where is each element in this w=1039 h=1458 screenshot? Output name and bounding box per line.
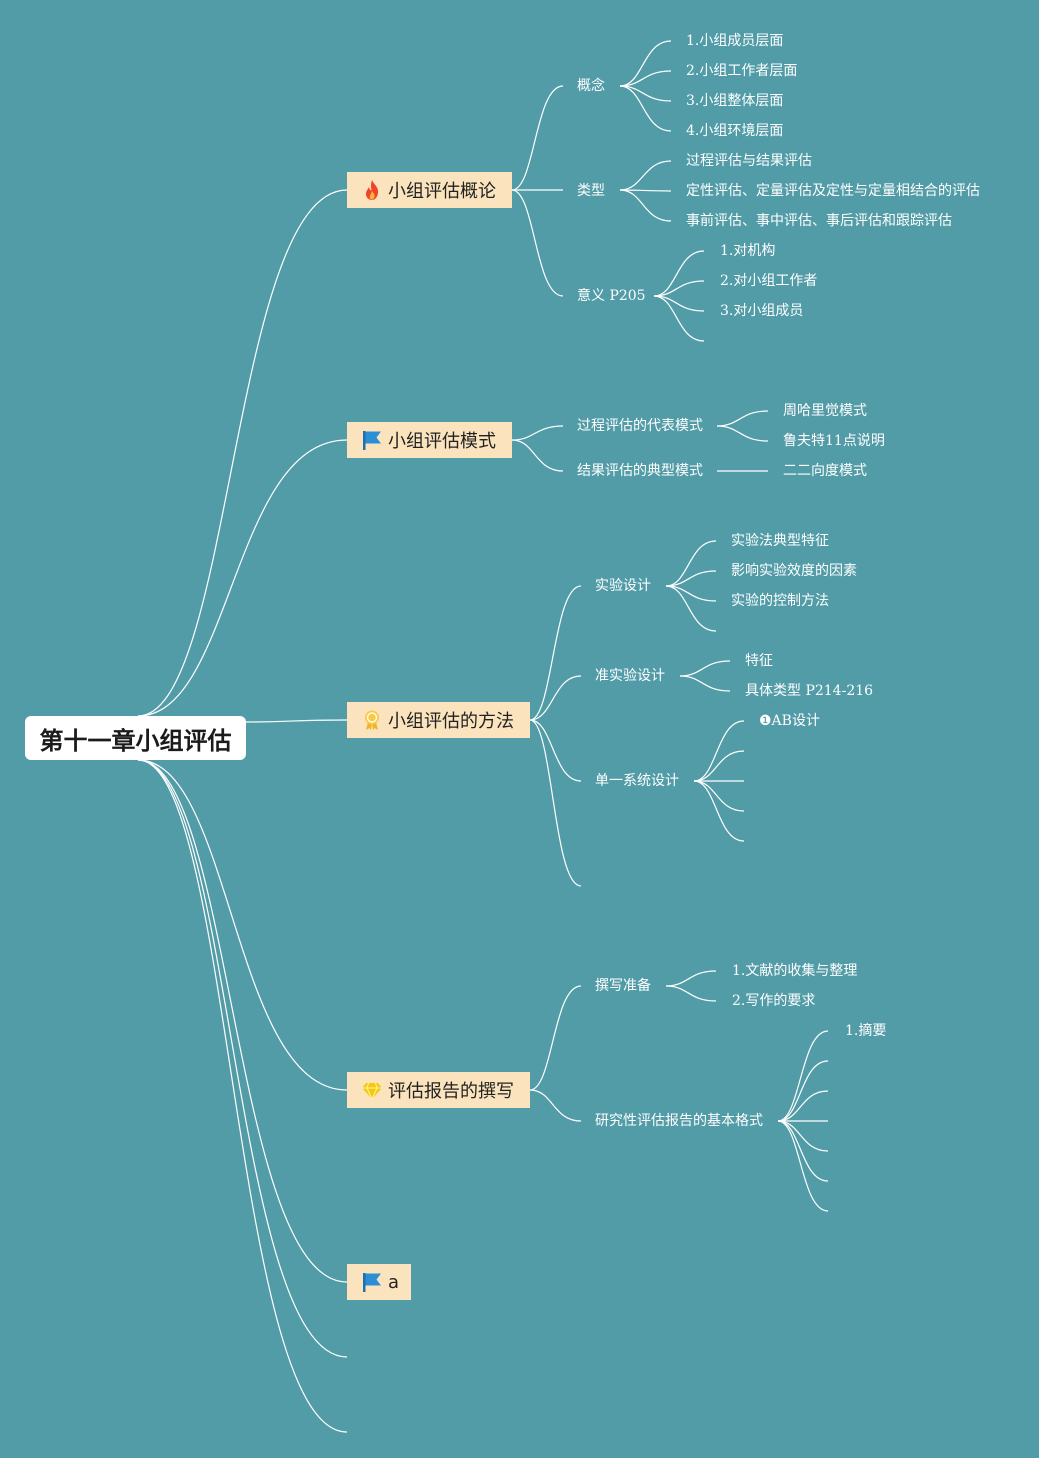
leaf-types-2[interactable]: 定性评估、定量评估及定性与定量相结合的评估 (686, 183, 980, 199)
topic-connector (511, 85, 564, 191)
subtopic-connector (653, 295, 705, 342)
leaf-meaning-1[interactable]: 1.对机构 (720, 243, 776, 259)
subtopic-connector (777, 1090, 829, 1122)
topic-label: 小组评估的方法 (388, 711, 514, 732)
subtopic-experiment-design[interactable]: 实验设计 (595, 578, 651, 594)
subtopic-connector (777, 1120, 829, 1212)
subtopic-connector (619, 160, 672, 191)
leaf-prep-2[interactable]: 2.写作的要求 (732, 993, 816, 1009)
subtopic-connector (665, 540, 717, 587)
topic-connector (511, 425, 564, 441)
diamond-icon (361, 1079, 383, 1101)
leaf-prep-1[interactable]: 1.文献的收集与整理 (732, 963, 858, 979)
fire-icon (361, 179, 383, 201)
subtopic-process-models[interactable]: 过程评估的代表模式 (577, 418, 703, 434)
leaf-experiment-2[interactable]: 影响实验效度的因素 (731, 563, 857, 579)
root-connector (137, 759, 348, 1358)
subtopic-connector (665, 570, 717, 587)
leaf-types-1[interactable]: 过程评估与结果评估 (686, 153, 812, 169)
root-connector (137, 439, 348, 717)
subtopic-quasi-experiment[interactable]: 准实验设计 (595, 668, 665, 684)
root-connector (137, 189, 348, 717)
subtopic-connector (716, 410, 769, 427)
subtopic-connector (693, 720, 745, 782)
leaf-single-1[interactable]: ❶AB设计 (759, 713, 820, 729)
subtopic-connector (619, 40, 672, 87)
flag-icon (361, 1271, 383, 1293)
subtopic-connector (619, 85, 672, 132)
topic-connector (529, 985, 582, 1091)
leaf-format-1[interactable]: 1.摘要 (845, 1023, 887, 1039)
leaf-experiment-1[interactable]: 实验法典型特征 (731, 533, 829, 549)
subtopic-types[interactable]: 类型 (577, 183, 605, 199)
subtopic-meaning[interactable]: 意义 P205 (577, 288, 646, 304)
topic-label: a (388, 1271, 400, 1293)
leaf-meaning-3[interactable]: 3.对小组成员 (720, 303, 804, 319)
subtopic-connector (619, 70, 672, 87)
topic-connector (529, 585, 582, 721)
leaf-process-1[interactable]: 周哈里觉模式 (783, 403, 867, 419)
topic-connector (511, 439, 564, 472)
subtopic-connector (679, 675, 731, 692)
root-topic[interactable]: 第十一章小组评估 (25, 716, 246, 760)
subtopic-single-system[interactable]: 单一系统设计 (595, 773, 679, 789)
topic-label: 评估报告的撰写 (388, 1081, 514, 1102)
subtopic-connector (653, 295, 705, 312)
subtopic-connector (716, 425, 769, 442)
flag-icon (361, 429, 383, 451)
root-connector (245, 719, 348, 723)
subtopic-writing-prep[interactable]: 撰写准备 (595, 978, 651, 994)
topic-report-writing[interactable]: 评估报告的撰写 (347, 1072, 530, 1108)
leaf-meaning-2[interactable]: 2.对小组工作者 (720, 273, 818, 289)
root-connector (137, 759, 348, 1091)
topic-label: 小组评估模式 (388, 431, 496, 452)
subtopic-connector (777, 1030, 829, 1122)
subtopic-connector (693, 780, 745, 812)
subtopic-connector (665, 585, 717, 602)
leaf-quasi-1[interactable]: 特征 (745, 653, 773, 669)
leaf-types-3[interactable]: 事前评估、事中评估、事后评估和跟踪评估 (686, 213, 952, 229)
leaf-experiment-3[interactable]: 实验的控制方法 (731, 593, 829, 609)
subtopic-connector (665, 985, 717, 1002)
root-connector (137, 759, 348, 1433)
subtopic-concept[interactable]: 概念 (577, 78, 605, 94)
subtopic-connector (693, 780, 745, 842)
topic-a[interactable]: a (347, 1264, 411, 1300)
topic-connector (529, 675, 582, 721)
leaf-quasi-2[interactable]: 具体类型 P214-216 (745, 683, 874, 699)
subtopic-connector (679, 660, 731, 677)
topic-evaluation-methods[interactable]: 小组评估的方法 (347, 702, 530, 738)
subtopic-connector (665, 970, 717, 987)
topic-evaluation-models[interactable]: 小组评估模式 (347, 422, 512, 458)
leaf-concept-1[interactable]: 1.小组成员层面 (686, 33, 784, 49)
leaf-concept-4[interactable]: 4.小组环境层面 (686, 123, 784, 139)
leaf-process-2[interactable]: 鲁夫特11点说明 (783, 433, 885, 449)
subtopic-connector (693, 750, 745, 782)
subtopic-connector (619, 189, 672, 222)
subtopic-connector (665, 585, 717, 632)
topic-connector (511, 189, 564, 297)
subtopic-connector (653, 280, 705, 297)
leaf-result-1[interactable]: 二二向度模式 (783, 463, 867, 479)
topic-connector (529, 719, 582, 782)
topic-connector (529, 719, 582, 887)
leaf-concept-3[interactable]: 3.小组整体层面 (686, 93, 784, 109)
topic-connector (529, 1089, 582, 1122)
subtopic-connector (619, 85, 672, 102)
subtopic-result-models[interactable]: 结果评估的典型模式 (577, 463, 703, 479)
topic-label: 小组评估概论 (388, 181, 496, 202)
subtopic-report-format[interactable]: 研究性评估报告的基本格式 (595, 1113, 763, 1129)
topic-evaluation-overview[interactable]: 小组评估概论 (347, 172, 512, 208)
subtopic-connector (653, 250, 705, 297)
subtopic-connector (777, 1060, 829, 1122)
root-connector (137, 759, 348, 1283)
leaf-concept-2[interactable]: 2.小组工作者层面 (686, 63, 798, 79)
award-ribbon-icon (361, 709, 383, 731)
